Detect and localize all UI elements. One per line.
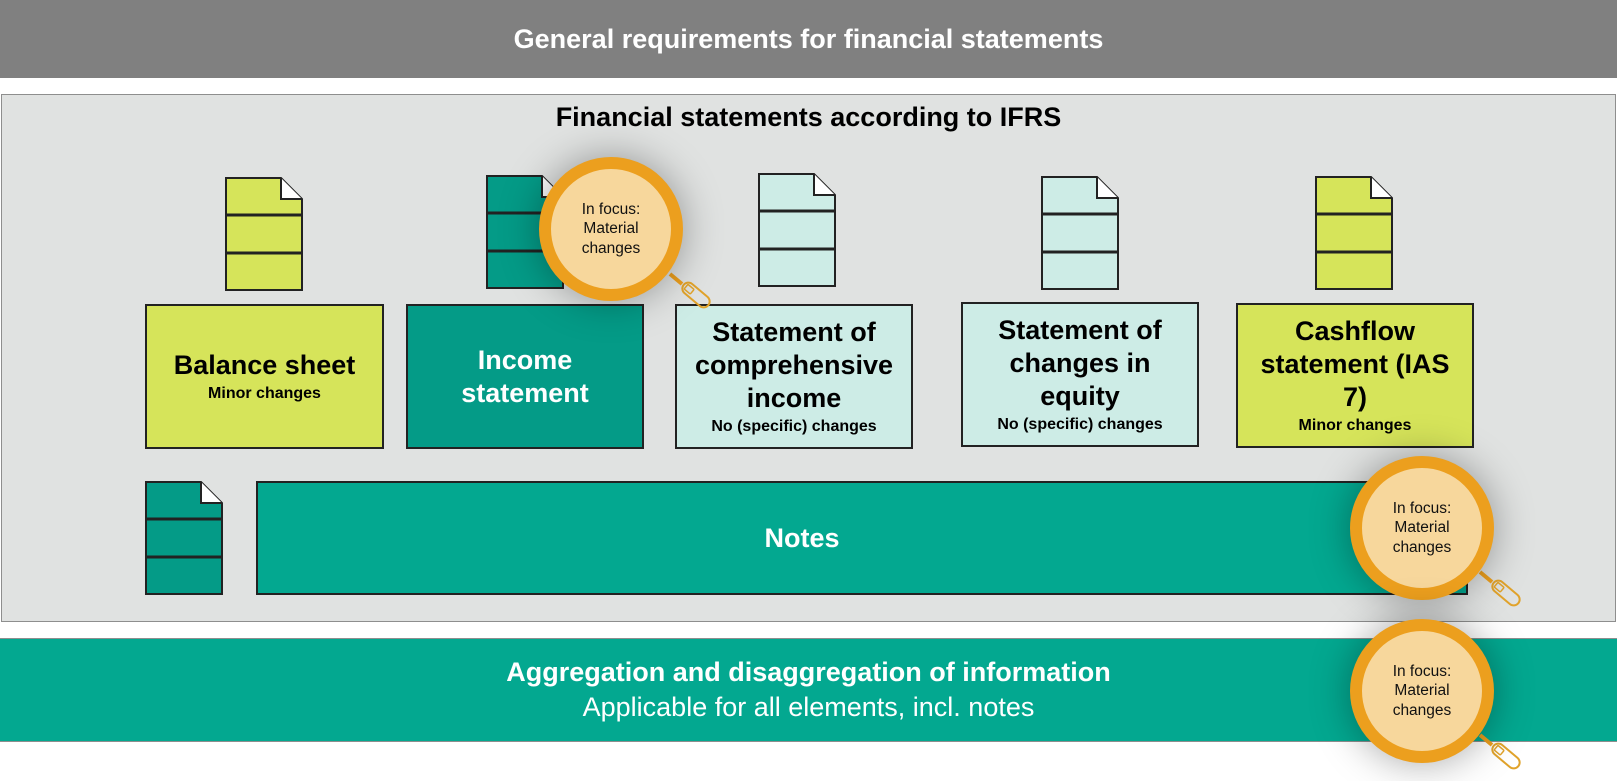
general-requirements-banner: General requirements for financial state… bbox=[0, 0, 1617, 78]
statement-title: Statement of comprehensive income bbox=[694, 317, 894, 414]
statement-title: Cashflow statement (IAS 7) bbox=[1260, 316, 1450, 413]
aggregation-banner: Aggregation and disaggregation of inform… bbox=[0, 638, 1617, 742]
focus-lens-text: In focus: Material changes bbox=[581, 200, 641, 257]
notes-document-icon bbox=[145, 481, 223, 595]
changes-in-equity-document-icon bbox=[1041, 176, 1119, 290]
statement-note: Minor changes bbox=[1298, 417, 1412, 435]
magnifier-handle-icon bbox=[668, 272, 711, 309]
statement-note: No (specific) changes bbox=[711, 418, 877, 436]
focus-lens-income-statement: In focus: Material changes bbox=[539, 157, 683, 301]
balance-sheet-box: Balance sheet Minor changes bbox=[145, 304, 384, 449]
cashflow-document-icon bbox=[1315, 176, 1393, 290]
balance-sheet-document-icon bbox=[225, 177, 303, 291]
statement-title: Statement of changes in equity bbox=[998, 315, 1162, 412]
aggregation-subtitle: Applicable for all elements, incl. notes bbox=[582, 692, 1035, 722]
focus-lens-text: In focus: Material changes bbox=[1392, 662, 1452, 719]
panel-title: Financial statements according to IFRS bbox=[555, 102, 1062, 132]
statement-title: Income statement bbox=[461, 344, 589, 408]
cashflow-statement-box: Cashflow statement (IAS 7) Minor changes bbox=[1236, 303, 1474, 448]
aggregation-title: Aggregation and disaggregation of inform… bbox=[506, 657, 1111, 687]
notes-bar: Notes bbox=[256, 481, 1468, 595]
statement-note: No (specific) changes bbox=[997, 416, 1163, 434]
notes-label: Notes bbox=[764, 522, 840, 553]
magnifier-handle-icon bbox=[1478, 570, 1521, 607]
general-requirements-title: General requirements for financial state… bbox=[513, 23, 1104, 54]
comprehensive-income-document-icon bbox=[758, 173, 836, 287]
statement-note: Minor changes bbox=[208, 385, 321, 403]
income-statement-box: Income statement bbox=[406, 304, 644, 449]
focus-lens-text: In focus: Material changes bbox=[1392, 499, 1452, 556]
changes-in-equity-box: Statement of changes in equity No (speci… bbox=[961, 302, 1199, 447]
statement-title: Balance sheet bbox=[173, 350, 356, 381]
comprehensive-income-box: Statement of comprehensive income No (sp… bbox=[675, 304, 913, 449]
focus-lens-notes: In focus: Material changes bbox=[1350, 456, 1494, 600]
magnifier-handle-icon bbox=[1478, 733, 1521, 770]
focus-lens-aggregation: In focus: Material changes bbox=[1350, 619, 1494, 763]
